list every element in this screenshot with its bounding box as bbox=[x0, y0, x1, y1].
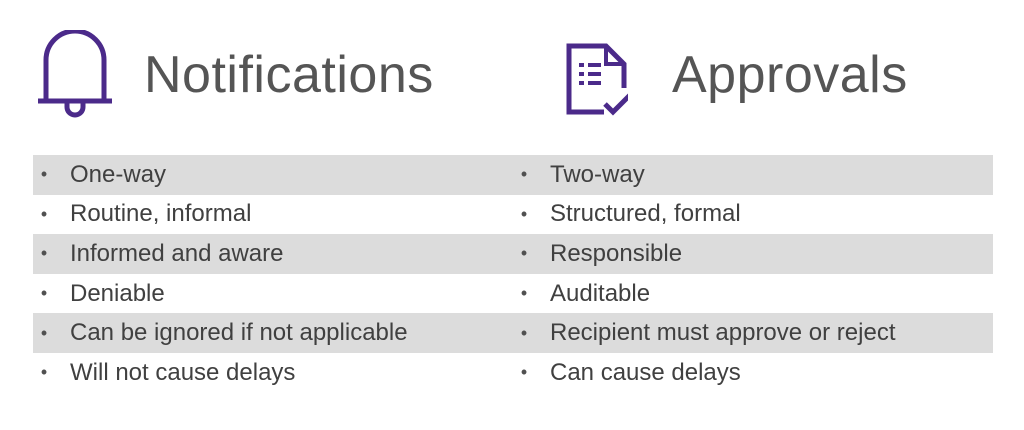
bell-icon bbox=[38, 30, 112, 118]
notification-item: • Informed and aware bbox=[40, 239, 284, 267]
approval-item: • Recipient must approve or reject bbox=[520, 319, 896, 347]
notification-item: • One-way bbox=[40, 160, 167, 188]
bullet-icon: • bbox=[40, 283, 48, 304]
bullet-icon: • bbox=[520, 283, 528, 304]
notification-item: • Can be ignored if not applicable bbox=[40, 319, 408, 347]
bullet-icon: • bbox=[40, 164, 48, 185]
comparison-list: • One-way • Two-way • Routine, informal … bbox=[33, 155, 993, 393]
document-checkmark-icon bbox=[566, 43, 628, 116]
approvals-title: Approvals bbox=[672, 46, 908, 104]
comparison-row: • One-way • Two-way bbox=[33, 155, 993, 195]
comparison-row: • Routine, informal • Structured, formal bbox=[33, 195, 993, 235]
bullet-icon: • bbox=[520, 322, 528, 343]
bullet-icon: • bbox=[520, 362, 528, 383]
approval-item: • Two-way bbox=[520, 160, 645, 188]
comparison-row: • Informed and aware • Responsible bbox=[33, 234, 993, 274]
bullet-icon: • bbox=[40, 362, 48, 383]
bullet-icon: • bbox=[40, 322, 48, 343]
approval-item: • Responsible bbox=[520, 239, 683, 267]
approval-item: • Auditable bbox=[520, 279, 651, 307]
notifications-header: Notifications bbox=[36, 30, 434, 120]
bullet-icon: • bbox=[520, 203, 528, 224]
comparison-row: • Will not cause delays • Can cause dela… bbox=[33, 353, 993, 393]
notification-item: • Will not cause delays bbox=[40, 358, 296, 386]
bullet-icon: • bbox=[40, 243, 48, 264]
notifications-title: Notifications bbox=[144, 46, 434, 104]
bullet-icon: • bbox=[520, 164, 528, 185]
bullet-icon: • bbox=[520, 243, 528, 264]
bullet-icon: • bbox=[40, 203, 48, 224]
approval-item: • Can cause delays bbox=[520, 358, 741, 386]
comparison-row: • Deniable • Auditable bbox=[33, 274, 993, 314]
approvals-header: Approvals bbox=[564, 30, 908, 120]
notification-item: • Deniable bbox=[40, 279, 165, 307]
approval-item: • Structured, formal bbox=[520, 200, 741, 228]
notification-item: • Routine, informal bbox=[40, 200, 252, 228]
comparison-row: • Can be ignored if not applicable • Rec… bbox=[33, 313, 993, 353]
